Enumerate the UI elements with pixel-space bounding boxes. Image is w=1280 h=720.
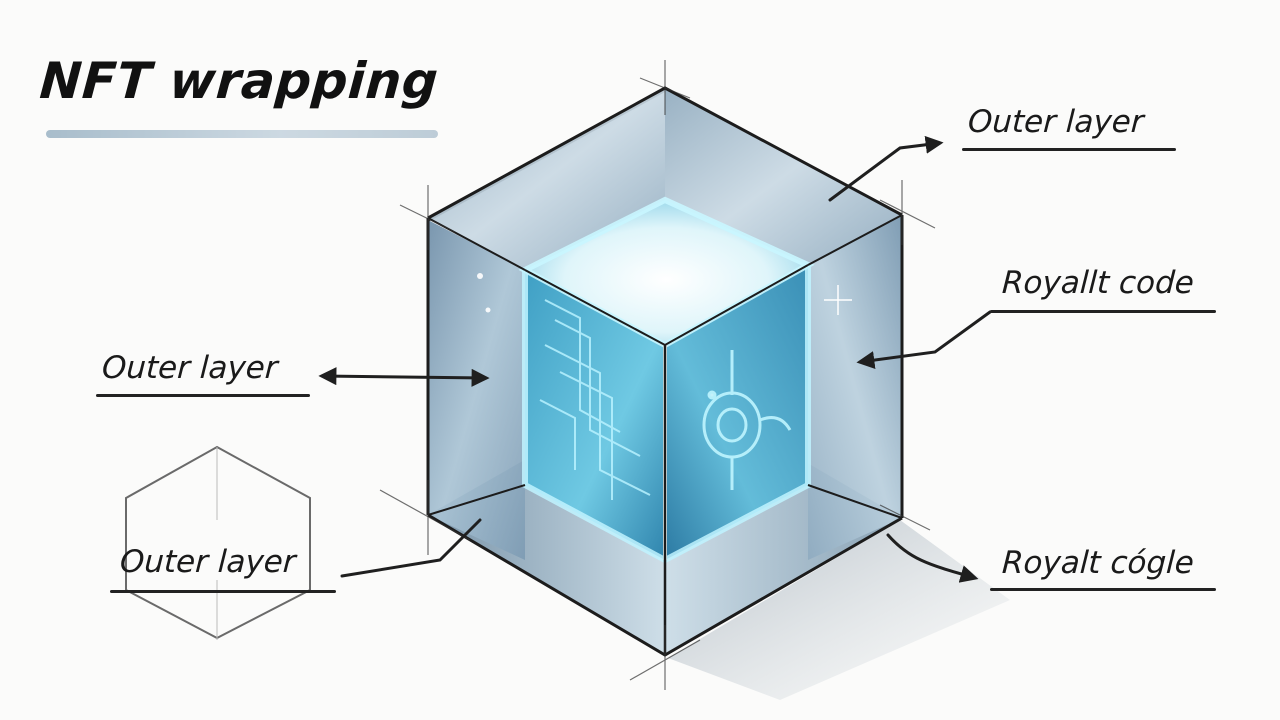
label-outer-layer-left: Outer layer [101, 350, 279, 386]
corner-sparkles [379, 60, 936, 690]
target-circle-icon [702, 350, 792, 490]
arrows [318, 135, 992, 583]
sparkle-icon [824, 285, 852, 315]
label-underline [990, 310, 1216, 313]
circuit-pattern-icon [539, 299, 651, 500]
outer-cube [379, 60, 936, 690]
cube-shadow [668, 520, 1010, 700]
label-underline [962, 148, 1176, 151]
leader-bottom-left [340, 518, 482, 578]
label-outer-layer-top-right: Outer layer [967, 104, 1145, 140]
arrow-left-double [318, 367, 490, 387]
arrow-top-right [828, 135, 944, 202]
label-royalty-code: Royallt code [1001, 265, 1195, 301]
label-underline [990, 588, 1216, 591]
label-outer-layer-bottom-left: Outer layer [119, 544, 297, 580]
arrow-mid-right [856, 310, 992, 370]
label-royalty-cogle: Royalt cógle [1001, 545, 1195, 581]
label-underline [96, 394, 310, 397]
label-underline [110, 590, 336, 593]
arrow-bottom-right [886, 533, 979, 583]
title-underline [46, 130, 438, 138]
